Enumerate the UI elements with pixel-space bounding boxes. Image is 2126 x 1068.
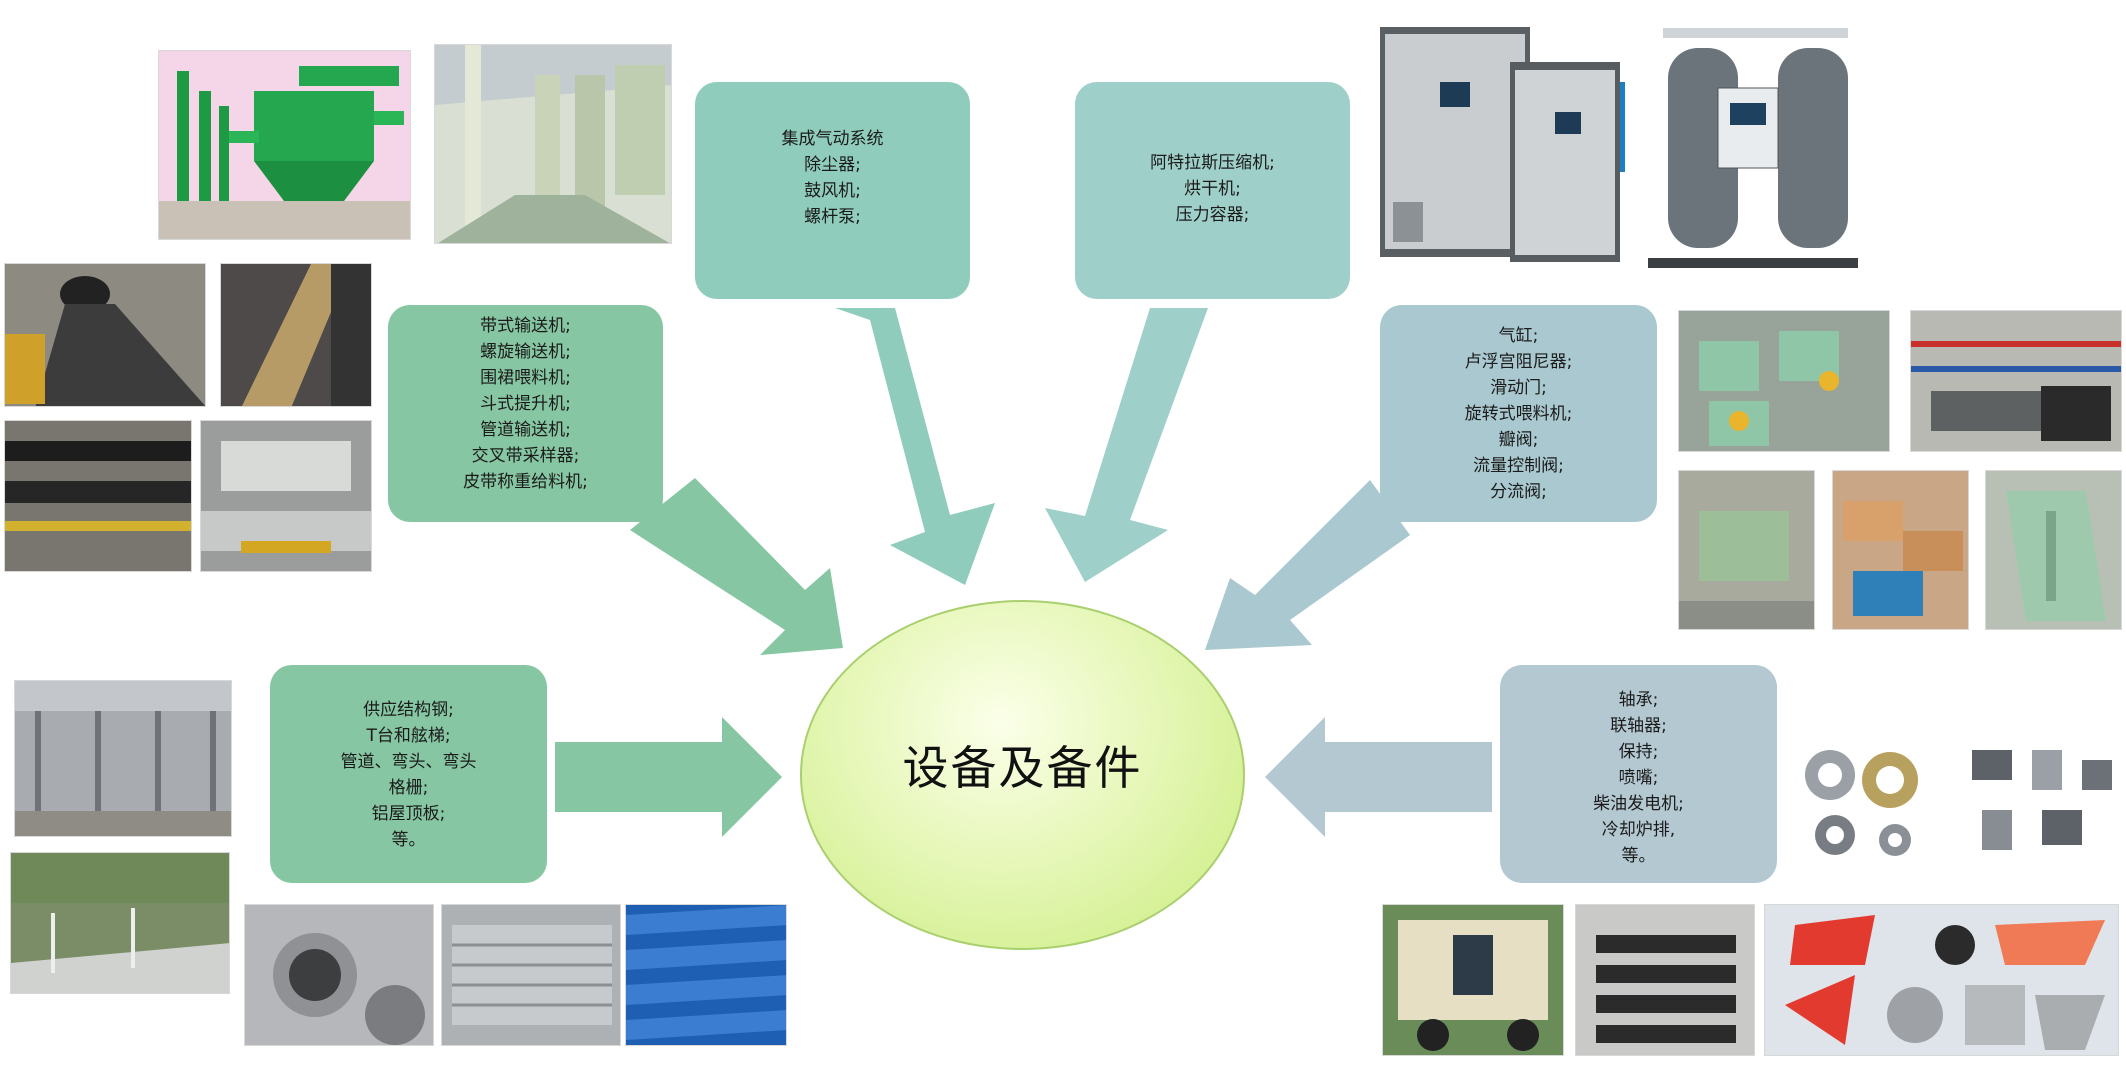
pipe-conveyor-photo	[4, 420, 192, 572]
factory-interior-photo	[434, 44, 672, 244]
valves-line: 旋转式喂料机;	[1464, 404, 1573, 424]
grating-photo	[441, 904, 621, 1046]
valves-box: 气缸; 卢浮宫阻尼器; 滑动门; 旋转式喂料机; 瓣阀; 流量控制阀; 分流阀;	[1380, 305, 1657, 522]
valves-line: 瓣阀;	[1498, 430, 1539, 450]
slide-gates-photo	[1678, 470, 1815, 630]
air-dryer-photo	[1648, 18, 1858, 280]
valves-line: 卢浮宫阻尼器;	[1464, 352, 1573, 372]
parts-line: 冷却炉排,	[1601, 820, 1676, 840]
bearings-photo	[1795, 740, 1955, 870]
arrow-conveyor	[630, 478, 843, 655]
arrow-compressor	[1045, 308, 1208, 582]
pneumatic-line: 鼓风机;	[804, 181, 861, 201]
parts-line: 喷嘴;	[1618, 768, 1659, 788]
conveyor-line: 带式输送机;	[480, 316, 571, 336]
steel-line: 铝屋顶板;	[371, 804, 446, 824]
compressor-box: 阿特拉斯压缩机; 烘干机; 压力容器;	[1075, 82, 1350, 299]
nozzles-liners-photo	[1764, 904, 2119, 1056]
parts-line: 柴油发电机;	[1593, 794, 1684, 814]
steel-line: 等。	[391, 830, 426, 850]
steel-line: 供应结构钢;	[363, 700, 454, 720]
arrow-parts	[1265, 717, 1492, 837]
bucket-elevator-photo	[220, 263, 372, 407]
conveyor-line: 围裙喂料机;	[480, 368, 571, 388]
pneumatic-line: 螺杆泵;	[804, 207, 861, 227]
conveyor-line: 管道输送机;	[480, 420, 571, 440]
conveyor-line: 皮带称重给料机;	[463, 472, 588, 492]
arrow-valves	[1205, 480, 1410, 650]
roof-panels-photo	[625, 904, 787, 1046]
conveyor-line: 螺旋输送机;	[480, 342, 571, 362]
crated-valves-photo	[1832, 470, 1969, 630]
pipe-elbows-photo	[244, 904, 434, 1046]
walkway-photo	[10, 852, 230, 994]
steel-line: 管道、弯头、弯头	[340, 752, 477, 772]
belt-conveyor-tunnel-photo	[4, 263, 206, 407]
pneumatic-line: 集成气动系统	[781, 129, 884, 149]
conveyor-box: 带式输送机; 螺旋输送机; 围裙喂料机; 斗式提升机; 管道输送机; 交叉带采样…	[388, 305, 663, 522]
arrow-steel	[555, 717, 782, 837]
parts-line: 联轴器;	[1610, 716, 1667, 736]
steel-line: 格栅;	[388, 778, 429, 798]
workshop-valves-photo	[1910, 310, 2122, 452]
dust-collector-photo	[158, 50, 411, 240]
parts-box: 轴承; 联轴器; 保持; 喷嘴; 柴油发电机; 冷却炉排, 等。	[1500, 665, 1777, 883]
cooler-grates-photo	[1575, 904, 1755, 1056]
compressor-line: 压力容器;	[1175, 205, 1250, 225]
screw-conveyor-photo	[200, 420, 372, 572]
atlas-compressors-photo	[1375, 22, 1625, 267]
steel-line: T台和舷梯;	[366, 726, 451, 746]
center-label: 设备及备件	[902, 741, 1143, 795]
parts-line: 等。	[1621, 846, 1656, 866]
valves-line: 分流阀;	[1490, 482, 1547, 502]
center-ellipse: 设备及备件	[800, 600, 1245, 950]
arrow-pneumatic	[835, 308, 995, 585]
couplings-photo	[1962, 740, 2124, 870]
steel-structure-photo	[14, 680, 232, 837]
pneumatic-box: 集成气动系统 除尘器; 鼓风机; 螺杆泵;	[695, 82, 970, 299]
parts-line: 轴承;	[1618, 690, 1659, 710]
diesel-generator-photo	[1382, 904, 1564, 1056]
conveyor-line: 交叉带采样器;	[471, 446, 580, 466]
pneumatic-line: 除尘器;	[804, 155, 861, 175]
parts-line: 保持;	[1618, 742, 1659, 762]
compressor-line: 阿特拉斯压缩机;	[1150, 153, 1275, 173]
valves-line: 滑动门;	[1490, 378, 1547, 398]
valves-line: 流量控制阀;	[1473, 456, 1564, 476]
valves-line: 气缸;	[1498, 326, 1539, 346]
rotary-feeders-photo	[1678, 310, 1890, 452]
compressor-line: 烘干机;	[1184, 179, 1241, 199]
damper-panels-photo	[1985, 470, 2122, 630]
steel-box: 供应结构钢; T台和舷梯; 管道、弯头、弯头 格栅; 铝屋顶板; 等。	[270, 665, 547, 883]
conveyor-line: 斗式提升机;	[480, 394, 571, 414]
